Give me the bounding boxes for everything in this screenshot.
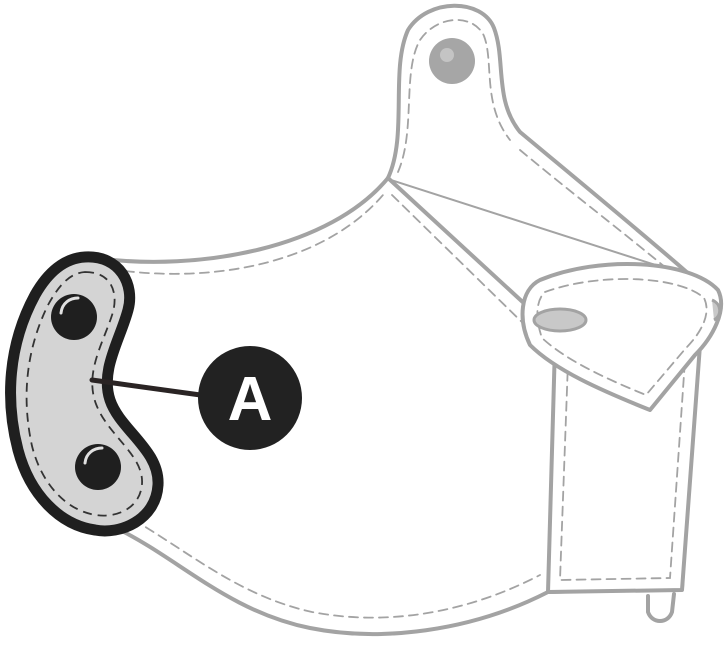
part-a bbox=[5, 251, 164, 537]
part-a-shape bbox=[5, 251, 164, 537]
callout-a-badge bbox=[198, 346, 302, 450]
top-tab bbox=[386, 3, 692, 281]
part-a-rivet-top bbox=[51, 294, 97, 340]
callout-a-leader-line bbox=[89, 377, 218, 400]
closure-flap-stitch bbox=[536, 278, 708, 397]
callout-a: A bbox=[89, 346, 302, 450]
strap-end-tab bbox=[646, 592, 676, 623]
part-a-stitch bbox=[25, 271, 143, 517]
main-body-stitch bbox=[119, 194, 541, 619]
top-rivet-highlight bbox=[440, 48, 454, 62]
part-a-rivet-top-highlight bbox=[59, 296, 80, 315]
callout-a-label: A bbox=[228, 365, 273, 434]
part-a-rivet-bottom-highlight bbox=[83, 446, 104, 465]
diagonal-seam bbox=[386, 176, 542, 331]
flap-slot bbox=[532, 307, 588, 333]
side-strap bbox=[546, 343, 702, 623]
closure-flap-outline bbox=[520, 262, 724, 412]
seam-stitch bbox=[391, 194, 531, 331]
part-a-rivet-bottom bbox=[75, 444, 121, 490]
top-tab-stitch bbox=[397, 19, 511, 173]
seam-line bbox=[386, 176, 542, 320]
flap-end-rivet bbox=[711, 298, 722, 322]
closure-flap bbox=[520, 262, 724, 412]
top-rivet bbox=[429, 38, 475, 84]
